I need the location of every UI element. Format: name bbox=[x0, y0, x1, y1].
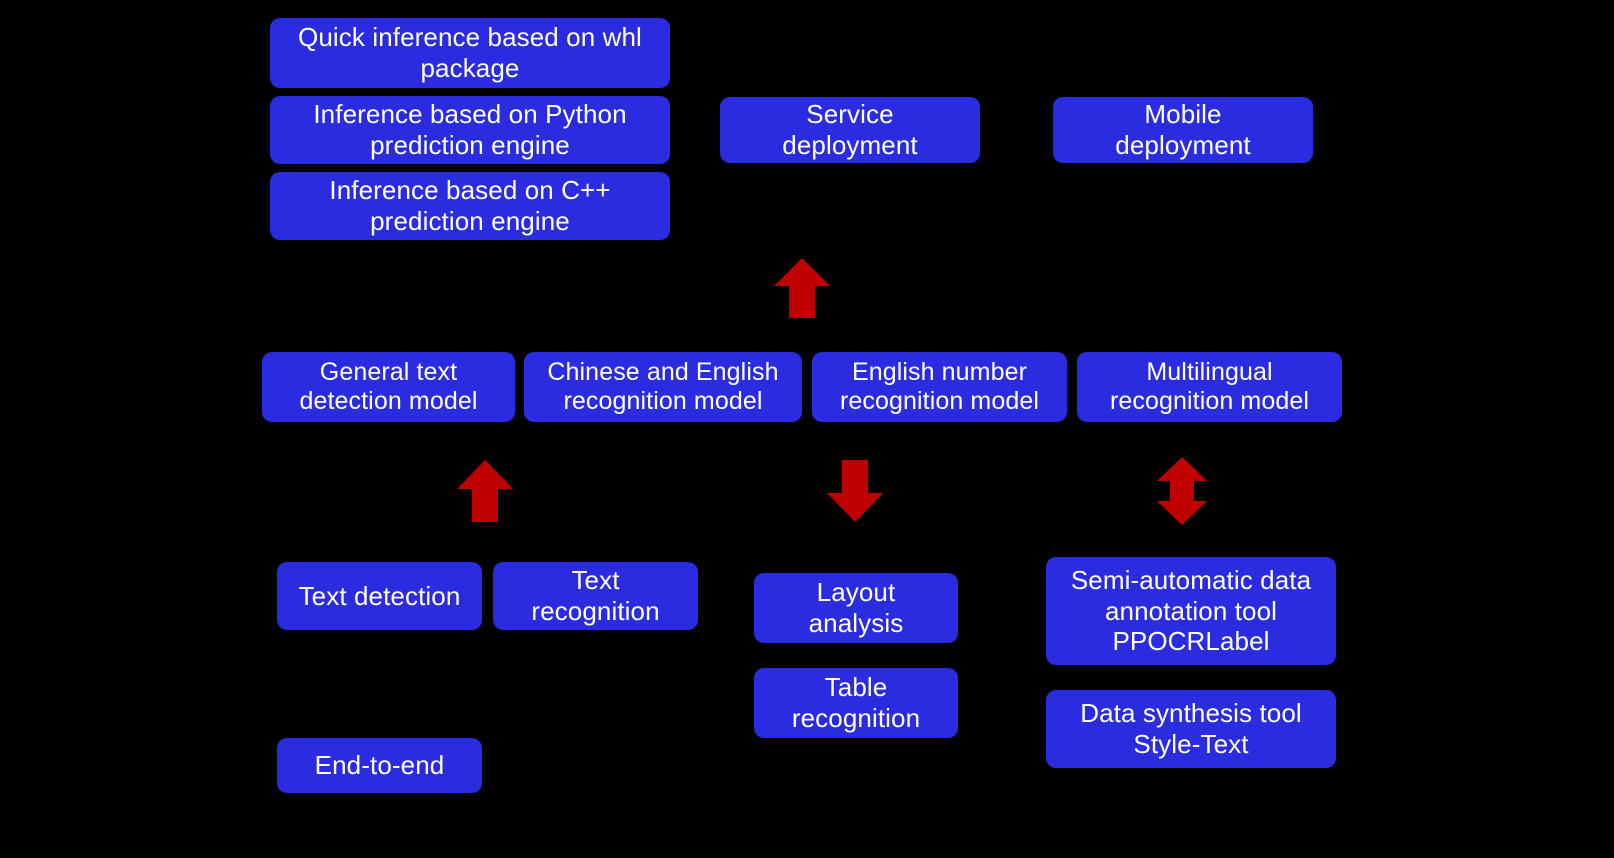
node-general-text-detection-model[interactable]: General text detection model bbox=[262, 352, 515, 422]
node-text-recognition[interactable]: Text recognition bbox=[493, 562, 698, 630]
node-layout-analysis[interactable]: Layout analysis bbox=[754, 573, 958, 643]
node-service-deployment[interactable]: Service deployment bbox=[720, 97, 980, 163]
node-mobile-deployment[interactable]: Mobile deployment bbox=[1053, 97, 1313, 163]
node-chinese-english-recognition-model[interactable]: Chinese and English recognition model bbox=[524, 352, 802, 422]
node-end-to-end[interactable]: End-to-end bbox=[277, 738, 482, 793]
node-multilingual-recognition-model[interactable]: Multilingual recognition model bbox=[1077, 352, 1342, 422]
arrow-models-to-deployment-up-icon bbox=[772, 258, 832, 318]
arrow-models-to-document-down-icon bbox=[825, 460, 885, 522]
node-text-detection[interactable]: Text detection bbox=[277, 562, 482, 630]
node-ppocrlabel-annotation-tool[interactable]: Semi-automatic data annotation tool PPOC… bbox=[1046, 557, 1336, 665]
node-table-recognition[interactable]: Table recognition bbox=[754, 668, 958, 738]
node-quick-inference-whl[interactable]: Quick inference based on whl package bbox=[270, 18, 670, 88]
node-style-text-synthesis-tool[interactable]: Data synthesis tool Style-Text bbox=[1046, 690, 1336, 768]
node-inference-cpp-engine[interactable]: Inference based on C++ prediction engine bbox=[270, 172, 670, 240]
node-inference-python-engine[interactable]: Inference based on Python prediction eng… bbox=[270, 96, 670, 164]
node-english-number-recognition-model[interactable]: English number recognition model bbox=[812, 352, 1067, 422]
arrow-algorithms-to-detection-model-up-icon bbox=[455, 460, 515, 522]
arrow-models-data-tools-up-down-icon bbox=[1155, 457, 1209, 525]
